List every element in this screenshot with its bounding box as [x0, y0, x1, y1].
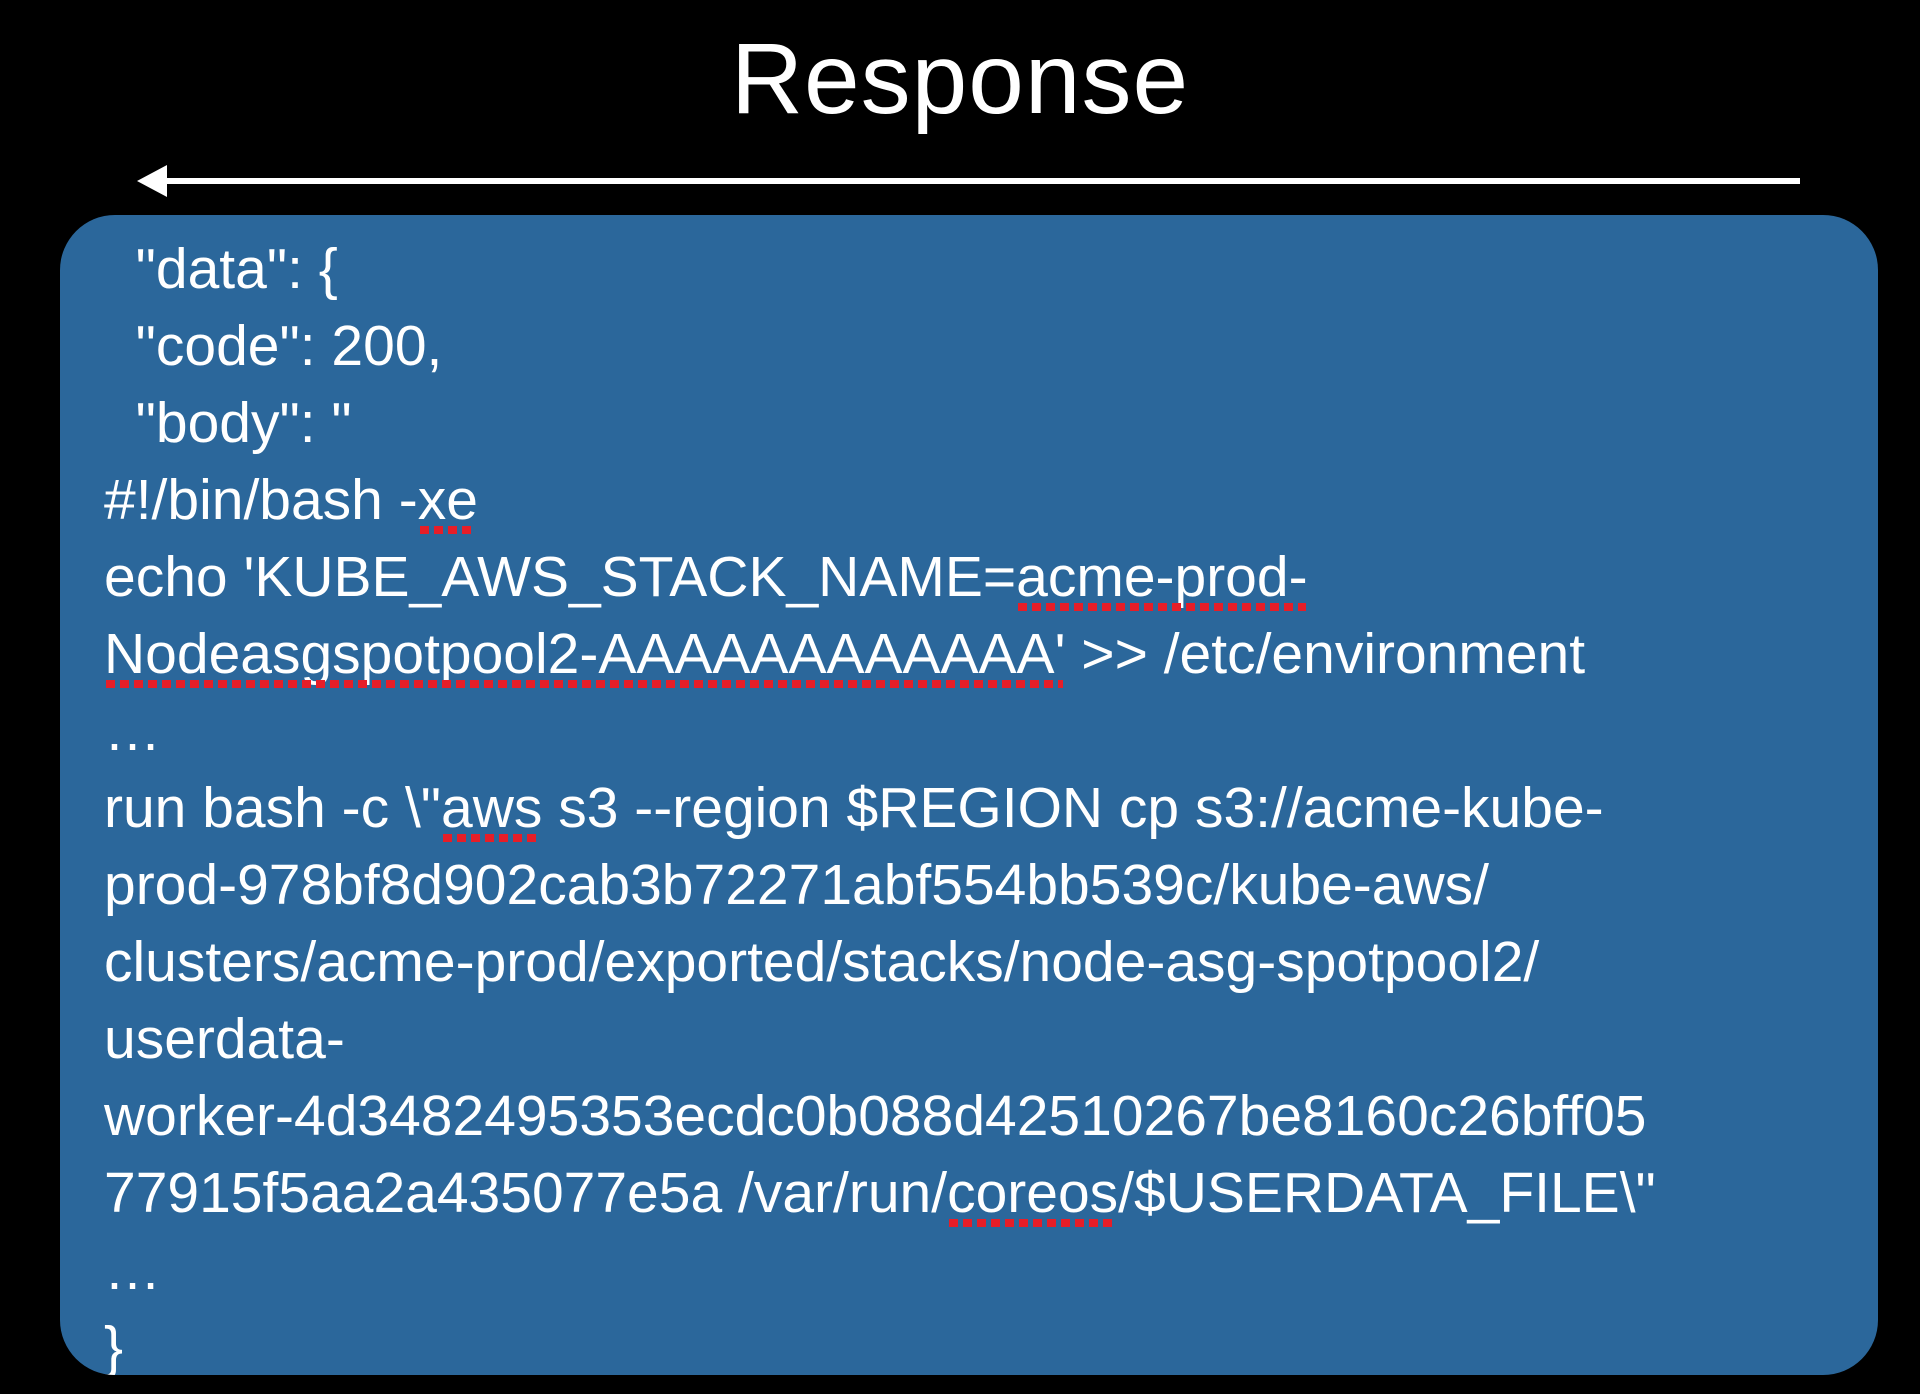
misspelled-token: aws — [441, 770, 542, 847]
arrow-line — [161, 178, 1800, 184]
code-line: "code": 200, — [104, 308, 1850, 385]
code-line: "data": { — [104, 231, 1850, 308]
code-segment: … — [104, 699, 161, 763]
code-segment: clusters/acme-prod/exported/stacks/node-… — [104, 930, 1540, 994]
code-line: clusters/acme-prod/exported/stacks/node-… — [104, 924, 1850, 1001]
code-line: … — [104, 693, 1850, 770]
code-segment: } — [104, 1315, 124, 1375]
misspelled-token: acme-prod- — [1016, 539, 1308, 616]
code-segment: run bash -c \" — [104, 776, 442, 840]
code-line: … — [104, 1232, 1850, 1309]
code-line: userdata- — [104, 1001, 1850, 1078]
code-segment: #!/bin/bash - — [104, 468, 418, 532]
code-segment: s3 --region $REGION cp s3://acme-kube- — [542, 776, 1604, 840]
code-line: worker-4d3482495353ecdc0b088d42510267be8… — [104, 1078, 1850, 1155]
response-direction-arrow — [137, 165, 1800, 197]
misspelled-token: xe — [418, 462, 478, 539]
code-segment: "body": " — [104, 391, 352, 455]
code-line: echo 'KUBE_AWS_STACK_NAME=acme-prod- — [104, 539, 1850, 616]
code-line: } — [104, 1309, 1850, 1375]
code-line: 77915f5aa2a435077e5a /var/run/coreos/$US… — [104, 1155, 1850, 1232]
code-segment: "data": { — [104, 237, 338, 301]
code-segment: echo 'KUBE_AWS_STACK_NAME= — [104, 545, 1017, 609]
code-block: "data": { "code": 200, "body": " #!/bin/b… — [60, 215, 1878, 1375]
code-line: run bash -c \"aws s3 --region $REGION cp… — [104, 770, 1850, 847]
code-line: #!/bin/bash -xe — [104, 462, 1850, 539]
code-line: prod-978bf8d902cab3b72271abf554bb539c/ku… — [104, 847, 1850, 924]
code-segment: userdata- — [104, 1007, 345, 1071]
misspelled-token: Nodeasgspotpool2-AAAAAAAAAAAA' — [104, 616, 1065, 693]
code-segment: worker-4d3482495353ecdc0b088d42510267be8… — [104, 1084, 1647, 1148]
code-segment: /$USERDATA_FILE\" — [1118, 1161, 1656, 1225]
code-segment: >> /etc/environment — [1065, 622, 1586, 686]
response-code-panel: "data": { "code": 200, "body": " #!/bin/b… — [60, 215, 1878, 1375]
code-line: Nodeasgspotpool2-AAAAAAAAAAAA' >> /etc/e… — [104, 616, 1850, 693]
misspelled-token: coreos — [947, 1155, 1118, 1232]
slide-title: Response — [730, 23, 1190, 135]
code-segment: … — [104, 1238, 161, 1302]
code-segment: 77915f5aa2a435077e5a /var/run/ — [104, 1161, 948, 1225]
code-segment: prod-978bf8d902cab3b72271abf554bb539c/ku… — [104, 853, 1489, 917]
code-line: "body": " — [104, 385, 1850, 462]
code-segment: "code": 200, — [104, 314, 443, 378]
